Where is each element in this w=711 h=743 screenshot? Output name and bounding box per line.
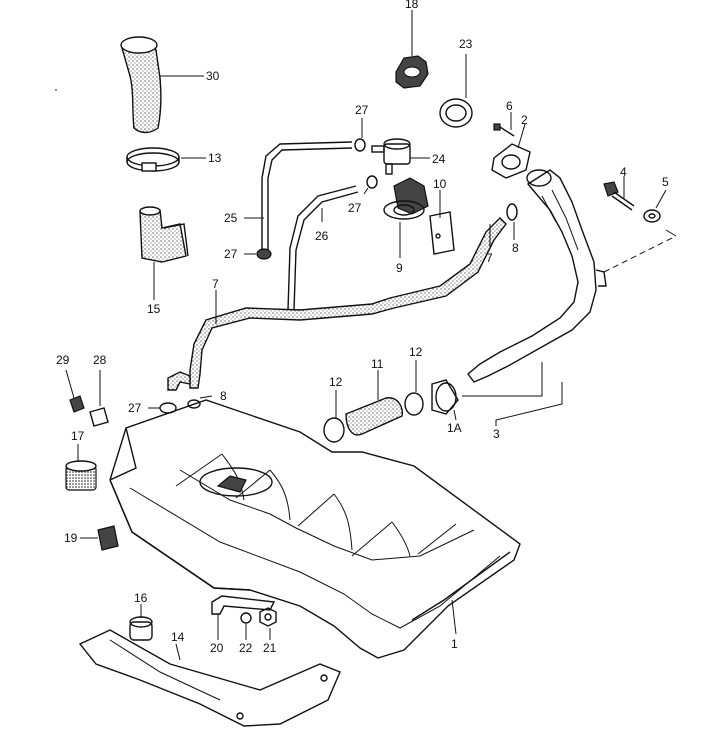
callout-12-right: 12 (409, 345, 423, 359)
callout-1a: 1A (447, 421, 462, 435)
callout-labels: 1 1A 2 3 4 5 6 7 7 8 8 9 10 11 12 12 13 … (56, 0, 669, 655)
callout-11: 11 (371, 357, 384, 371)
part-20-bracket (211, 595, 276, 640)
callout-28: 28 (93, 353, 107, 367)
callout-24: 24 (432, 152, 446, 166)
part-5-washer (643, 189, 667, 223)
part-27-clamps (148, 118, 378, 414)
part-9-bracket (383, 177, 429, 258)
callout-27-b: 27 (348, 201, 362, 215)
callout-8-right: 8 (512, 241, 519, 255)
callout-7-left: 7 (212, 277, 219, 291)
callout-27-d: 27 (128, 401, 142, 415)
callout-2: 2 (521, 113, 528, 127)
part-14-shield (78, 629, 341, 727)
callout-4: 4 (620, 165, 627, 179)
callout-5: 5 (662, 175, 669, 189)
part-23-gasket (439, 54, 473, 128)
part-10-plate (429, 190, 455, 255)
callout-21: 21 (263, 641, 277, 655)
callout-10: 10 (433, 177, 447, 191)
callout-12-left: 12 (329, 375, 343, 389)
callout-23: 23 (459, 37, 473, 51)
callout-19: 19 (64, 531, 78, 545)
part-21-nut (259, 607, 277, 640)
part-7-hose (167, 217, 507, 391)
callout-9: 9 (396, 261, 403, 275)
part-30-hose (120, 36, 204, 134)
part-29-plug (65, 369, 85, 413)
part-15-elbow (139, 206, 189, 300)
callout-3: 3 (493, 427, 500, 441)
speck (55, 89, 57, 91)
part-1-fuel-tank (109, 399, 521, 659)
part-8-ring-left (187, 395, 213, 409)
callout-7-right: 7 (486, 251, 493, 265)
part-6-screw (493, 112, 515, 137)
part-24-valve (371, 138, 430, 175)
callout-27-a: 27 (355, 103, 369, 117)
part-1a-sleeve (431, 379, 459, 421)
part-13-clamp (126, 147, 206, 172)
callout-20: 20 (210, 641, 224, 655)
part-18-cap (395, 10, 429, 89)
part-22-washer (240, 612, 252, 640)
callout-13: 13 (208, 151, 222, 165)
callout-27-c: 27 (224, 247, 238, 261)
callout-29: 29 (56, 353, 70, 367)
part-12-clamps (323, 360, 424, 443)
callout-25: 25 (224, 211, 238, 225)
callout-18: 18 (405, 0, 419, 11)
part-28-grommet (89, 370, 109, 427)
part-3-filler-neck (462, 169, 677, 426)
callout-17: 17 (71, 429, 85, 443)
callout-30: 30 (206, 69, 220, 83)
part-19-pad (80, 525, 119, 551)
part-16-mount (129, 604, 153, 641)
part-25-hose (244, 141, 353, 250)
callout-8-left: 8 (220, 389, 227, 403)
callout-15: 15 (147, 302, 161, 316)
callout-14: 14 (171, 630, 185, 644)
part-8-ring-right (506, 203, 518, 240)
callout-1: 1 (451, 637, 458, 651)
part-2-flange (491, 123, 531, 179)
part-26-hose (287, 185, 359, 311)
callout-6: 6 (506, 99, 513, 113)
callout-16: 16 (134, 591, 148, 605)
part-11-hose (345, 370, 404, 436)
part-17-sender (65, 444, 97, 491)
part-4-bolt (603, 176, 635, 211)
callout-26: 26 (315, 229, 329, 243)
callout-22: 22 (239, 641, 253, 655)
